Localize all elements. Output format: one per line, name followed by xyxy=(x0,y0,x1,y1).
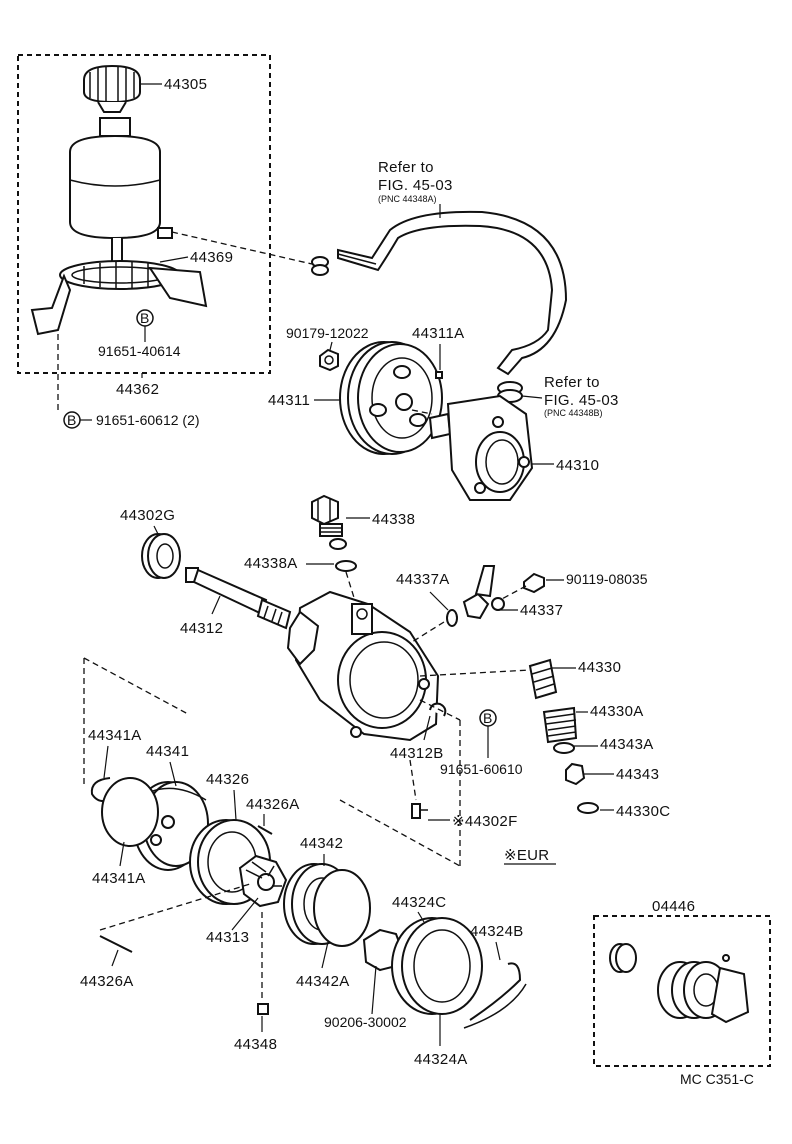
pulley-key xyxy=(435,371,443,379)
label-44337A: 44337A xyxy=(396,571,450,588)
label-44343A: 44343A xyxy=(600,736,654,753)
ref-upper-line1: Refer to xyxy=(378,159,434,176)
pulley-nut xyxy=(319,348,339,372)
ref-lower-line1: Refer to xyxy=(544,374,600,391)
ref-lower-pnc: (PNC 44348B) xyxy=(544,408,603,418)
o-ring xyxy=(101,777,159,847)
label-90179-12022: 90179-12022 xyxy=(286,325,369,341)
hose-clamp xyxy=(311,256,329,276)
bolt-marker: B xyxy=(136,309,154,327)
label-44341: 44341 xyxy=(146,743,189,760)
label-90206-30002: 90206-30002 xyxy=(324,1014,407,1030)
valve-spring xyxy=(542,706,578,744)
label-44310: 44310 xyxy=(556,457,599,474)
label-04446: 04446 xyxy=(652,898,695,915)
seal-kit-box xyxy=(593,915,771,1067)
o-ring xyxy=(313,869,371,947)
label-44324A: 44324A xyxy=(414,1051,468,1068)
pump-assembly xyxy=(428,394,534,501)
label-44362: 44362 xyxy=(116,381,159,398)
svg-text:B: B xyxy=(483,710,492,726)
label-44369: 44369 xyxy=(190,249,233,266)
label-44302G: 44302G xyxy=(120,507,175,524)
label-44342A: 44342A xyxy=(296,973,350,990)
pulley xyxy=(339,341,443,455)
label-44302F: ※44302F xyxy=(452,813,518,830)
label-44330C: 44330C xyxy=(616,803,670,820)
bolt-marker: B xyxy=(479,709,497,727)
label-44330: 44330 xyxy=(578,659,621,676)
label-44324C: 44324C xyxy=(392,894,446,911)
straight-pin xyxy=(257,825,273,835)
rear-housing xyxy=(391,917,483,1015)
reservoir-group-box xyxy=(17,54,271,374)
market-note-eur: ※EUR xyxy=(504,847,549,864)
label-44305: 44305 xyxy=(164,76,207,93)
reservoir-cap xyxy=(83,64,141,113)
label-44324B: 44324B xyxy=(470,923,524,940)
o-ring xyxy=(553,742,575,754)
label-44341A-bottom: 44341A xyxy=(92,870,146,887)
plug xyxy=(565,762,586,786)
label-44337: 44337 xyxy=(520,602,563,619)
rotor xyxy=(238,854,288,908)
oil-seal xyxy=(141,533,181,579)
seal-kit-parts xyxy=(609,943,750,1024)
union-bolt xyxy=(523,572,545,594)
label-44338A: 44338A xyxy=(244,555,298,572)
label-44326A-top: 44326A xyxy=(246,796,300,813)
label-44312: 44312 xyxy=(180,620,223,637)
snap-ring xyxy=(577,802,599,814)
o-ring xyxy=(446,609,458,627)
ref-upper-line2: FIG. 45-03 xyxy=(378,177,453,194)
reservoir-tank xyxy=(69,117,173,263)
label-44330A: 44330A xyxy=(590,703,644,720)
label-44326A-bottom: 44326A xyxy=(80,973,134,990)
reservoir-bracket xyxy=(30,260,208,336)
pump-shaft xyxy=(185,567,292,630)
return-hose xyxy=(337,210,568,376)
label-44348: 44348 xyxy=(234,1036,277,1053)
label-44338: 44338 xyxy=(372,511,415,528)
vane-plate xyxy=(257,1003,269,1015)
label-90119-08035: 90119-08035 xyxy=(566,571,648,587)
flow-control-fitting xyxy=(311,494,347,550)
label-91651-60612: 91651-60612 (2) xyxy=(96,412,200,428)
ref-upper-pnc: (PNC 44348A) xyxy=(378,194,437,204)
label-44326: 44326 xyxy=(206,771,249,788)
label-44313: 44313 xyxy=(206,929,249,946)
label-44312B: 44312B xyxy=(390,745,444,762)
snap-ring-large xyxy=(463,962,527,1029)
label-44311A: 44311A xyxy=(412,325,464,342)
ref-lower-line2: FIG. 45-03 xyxy=(544,392,619,409)
drain-bolt xyxy=(411,803,428,819)
bolt-marker: B xyxy=(63,411,81,429)
drawing-code: MC C351-C xyxy=(680,1071,754,1087)
label-91651-60610: 91651-60610 xyxy=(440,761,523,777)
pump-housing xyxy=(286,590,440,742)
o-ring xyxy=(335,560,357,572)
straight-pin xyxy=(99,935,133,953)
label-44311: 44311 xyxy=(268,392,310,409)
label-44341A-top: 44341A xyxy=(88,727,142,744)
flow-control-valve xyxy=(528,658,558,700)
svg-text:B: B xyxy=(140,310,149,326)
label-44343: 44343 xyxy=(616,766,659,783)
label-91651-40614: 91651-40614 xyxy=(98,343,181,359)
label-44342: 44342 xyxy=(300,835,343,852)
svg-text:B: B xyxy=(67,412,76,428)
